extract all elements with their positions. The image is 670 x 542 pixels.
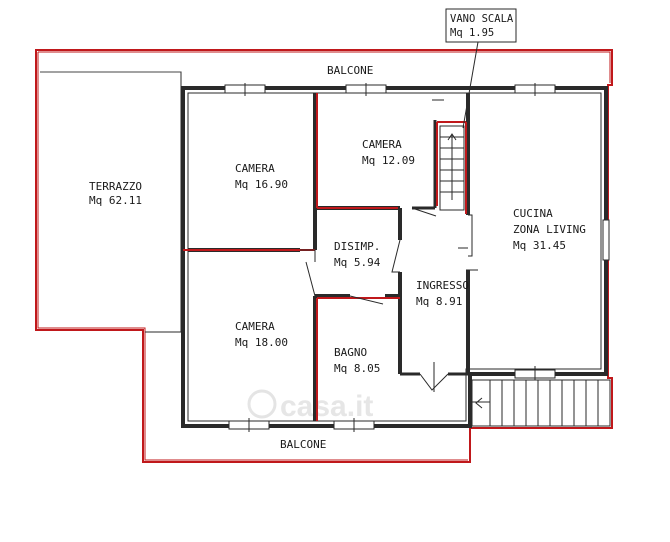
terrazzo-area: Mq 62.11 (89, 194, 142, 207)
red-divisions (183, 93, 467, 421)
doors (300, 99, 478, 392)
windows (224, 83, 610, 432)
ingresso-area: Mq 8.91 (416, 295, 462, 308)
terrazzo-name: TERRAZZO (89, 180, 142, 193)
camera-nw-area: Mq 16.90 (235, 178, 288, 191)
room-labels: BALCONE BALCONE TERRAZZO Mq 62.11 CAMERA… (89, 64, 586, 451)
camera-sw-name: CAMERA (235, 320, 275, 333)
balcone-top-label: BALCONE (327, 64, 373, 77)
camera-nw-name: CAMERA (235, 162, 275, 175)
balcone-bottom-label: BALCONE (280, 438, 326, 451)
watermark-text: casa.it (280, 390, 373, 423)
vano-scala-callout: VANO SCALA Mq 1.95 (445, 8, 517, 129)
internal-stairs (439, 125, 465, 211)
camera-n-area: Mq 12.09 (362, 154, 415, 167)
disimp-name: DISIMP. (334, 240, 380, 253)
bagno-area: Mq 8.05 (334, 362, 380, 375)
callout-title: VANO SCALA (450, 13, 514, 25)
camera-sw-area: Mq 18.00 (235, 336, 288, 349)
callout-area: Mq 1.95 (450, 27, 494, 39)
external-stairs (471, 379, 611, 427)
bagno-name: BAGNO (334, 346, 367, 359)
cucina-name: CUCINA (513, 207, 553, 220)
cucina-name-2: ZONA LIVING (513, 223, 586, 236)
camera-n-name: CAMERA (362, 138, 402, 151)
ingresso-name: INGRESSO (416, 279, 469, 292)
interior-walls (188, 93, 470, 421)
disimp-area: Mq 5.94 (334, 256, 381, 269)
property-boundary (35, 49, 613, 463)
watermark: casa.it (247, 389, 373, 423)
cucina-area: Mq 31.45 (513, 239, 566, 252)
